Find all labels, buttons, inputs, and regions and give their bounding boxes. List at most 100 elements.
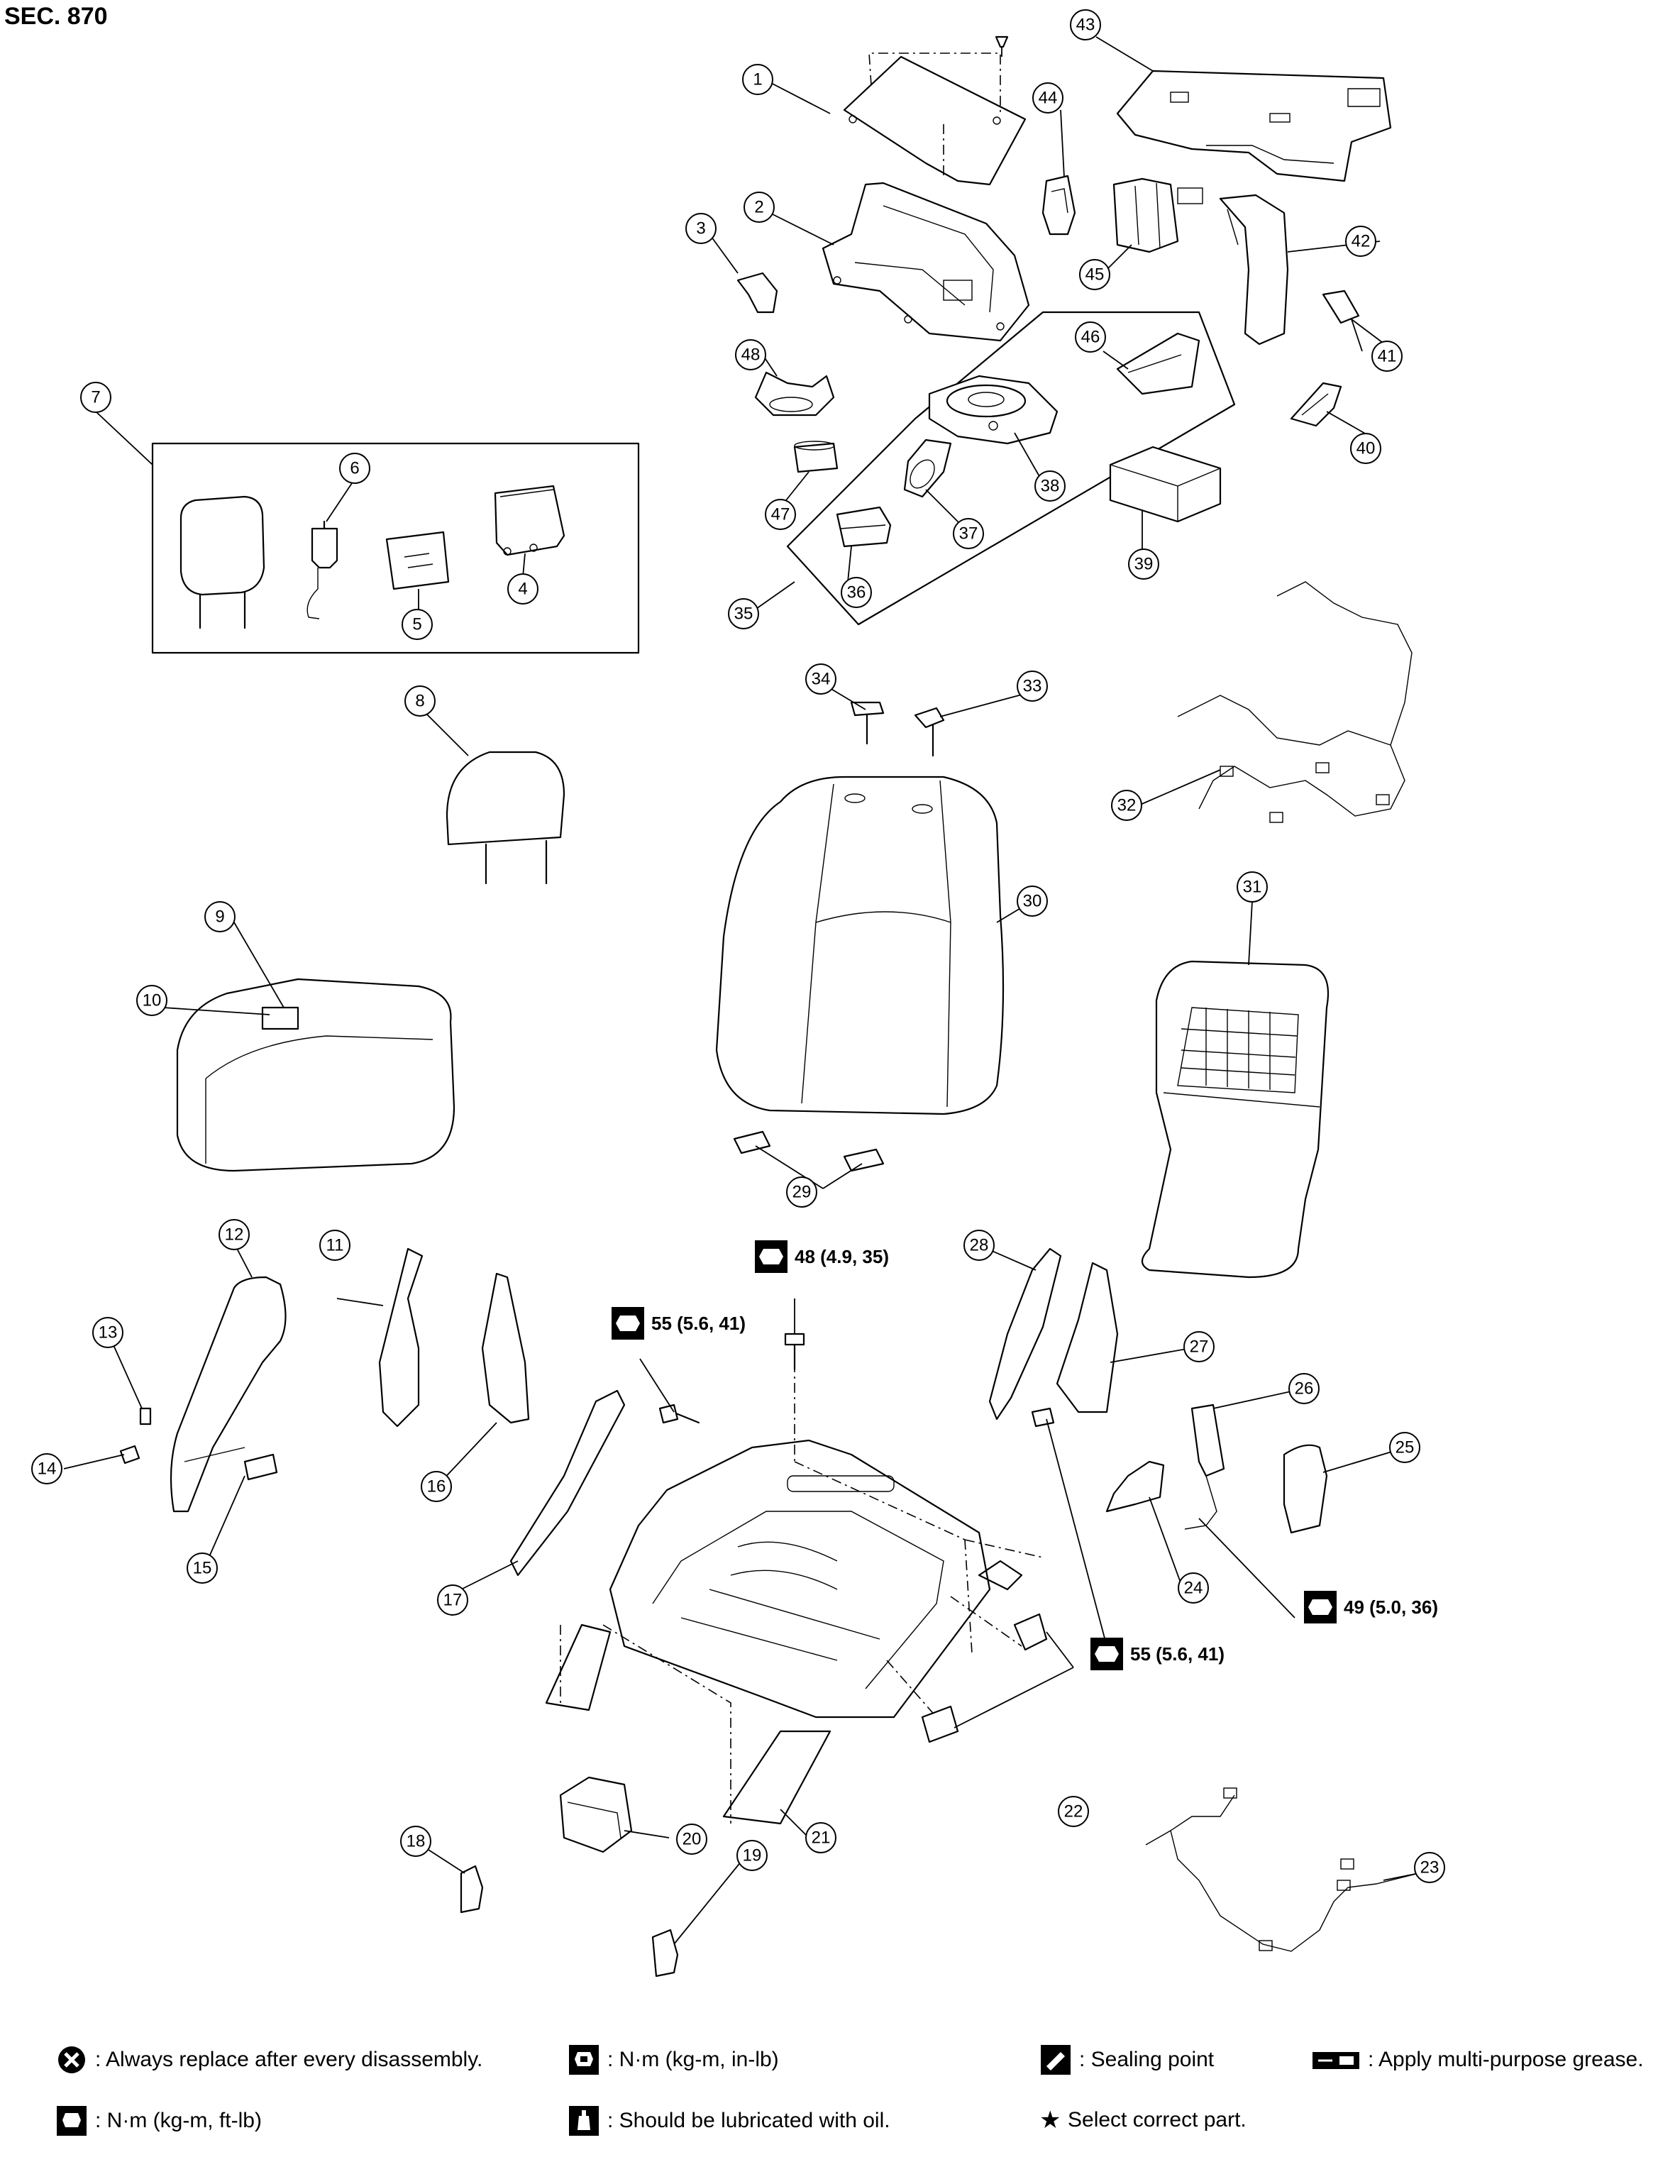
part-clip-top <box>995 35 1009 57</box>
part-25-cover <box>1283 1444 1328 1534</box>
part-44-clip <box>1041 175 1076 236</box>
callout-circle <box>736 1840 768 1871</box>
callout-number: 43 <box>1076 16 1095 35</box>
part-36-knob <box>836 506 892 548</box>
torque-55-left-text: 55 (5.6, 41) <box>651 1313 746 1334</box>
callout-11: 11 <box>319 1230 350 1261</box>
part-47-button <box>793 441 839 473</box>
callout-number: 1 <box>753 70 762 89</box>
legend: : Always replace after every disassembly… <box>0 2044 1680 2184</box>
torque-ft-lb-icon <box>57 2106 87 2136</box>
callout-circle <box>805 1822 836 1853</box>
callout-38: 38 <box>1034 470 1066 502</box>
legend-torque-in-lb-text: : N·m (kg-m, in-lb) <box>607 2048 779 2071</box>
callout-20: 20 <box>676 1824 707 1855</box>
callout-circle <box>1017 671 1048 702</box>
torque-49: 49 (5.0, 36) <box>1304 1591 1438 1623</box>
callout-34: 34 <box>805 663 836 695</box>
star-icon: ★ <box>1039 2107 1061 2134</box>
torque-48-text: 48 (4.9, 35) <box>795 1246 889 1267</box>
legend-sealing-point-text: : Sealing point <box>1079 2048 1215 2071</box>
part-33-guide <box>914 707 945 757</box>
legend-grease-text: : Apply multi-purpose grease. <box>1368 2048 1644 2071</box>
part-38-switch <box>928 375 1059 445</box>
callout-number: 42 <box>1352 232 1371 251</box>
callout-14: 14 <box>31 1453 62 1484</box>
callout-circle <box>728 598 759 629</box>
callout-19: 19 <box>736 1840 768 1871</box>
callout-circle <box>1058 1796 1089 1827</box>
seat-frame <box>545 1439 1023 1825</box>
callout-29: 29 <box>786 1176 817 1208</box>
callout-number: 16 <box>427 1477 446 1496</box>
callout-circle <box>841 577 872 608</box>
callout-circle <box>805 663 836 695</box>
part-24-lever <box>1105 1460 1165 1513</box>
part-8-headrest <box>446 751 565 885</box>
callout-33: 33 <box>1017 671 1048 702</box>
part-26-buckle <box>1184 1403 1225 1530</box>
leader-lines <box>63 36 1420 1945</box>
callout-number: 11 <box>326 1236 344 1255</box>
grease-icon <box>1312 2052 1359 2069</box>
callout-17: 17 <box>437 1584 468 1616</box>
callout-circle <box>742 64 773 95</box>
callout-number: 8 <box>415 692 424 711</box>
part-12-side-cover <box>170 1276 287 1513</box>
callout-number: 28 <box>970 1236 989 1255</box>
callout-10: 10 <box>136 985 167 1016</box>
part-31-frame <box>1141 960 1330 1279</box>
callout-circle <box>1079 259 1110 290</box>
callout-circle <box>1183 1331 1215 1362</box>
callout-number: 9 <box>215 908 224 927</box>
callout-number: 36 <box>847 583 866 602</box>
part-19-bracket <box>651 1929 679 1978</box>
callout-circle <box>1111 790 1142 821</box>
callout-number: 21 <box>812 1829 831 1848</box>
callout-number: 13 <box>99 1323 118 1342</box>
torque-48: 48 (4.9, 35) <box>755 1240 889 1273</box>
callout-30: 30 <box>1017 886 1048 917</box>
callout-number: 3 <box>696 219 705 238</box>
lubricate-oil-icon <box>569 2106 599 2136</box>
part-23-harness <box>1145 1787 1420 1952</box>
callout-12: 12 <box>219 1219 250 1250</box>
part-3-clip <box>736 272 778 314</box>
callout-number: 14 <box>38 1460 57 1479</box>
part-1-cover <box>843 53 1027 186</box>
callout-circle <box>685 213 717 244</box>
callout-circle <box>1034 470 1066 502</box>
callout-13: 13 <box>92 1317 123 1348</box>
part-48-bracket <box>754 371 835 417</box>
callout-15: 15 <box>187 1552 218 1584</box>
callout-37: 37 <box>953 518 984 549</box>
callout-number: 33 <box>1023 677 1042 696</box>
callout-circle <box>676 1824 707 1855</box>
part-45-block <box>1112 177 1203 253</box>
part-22-brackets <box>921 1613 1048 1743</box>
bolts <box>658 1333 1055 1428</box>
box-35-group <box>786 311 1236 626</box>
callout-25: 25 <box>1389 1432 1420 1463</box>
callout-32: 32 <box>1111 790 1142 821</box>
legend-torque-in-lb: : N·m (kg-m, in-lb) <box>568 2045 779 2075</box>
callout-circle <box>735 339 766 370</box>
legend-lubricate-oil: : Should be lubricated with oil. <box>568 2106 890 2136</box>
callout-circle <box>1389 1432 1420 1463</box>
part-43-panel <box>1116 70 1392 182</box>
callout-circle <box>765 499 796 530</box>
callout-5: 5 <box>402 609 433 640</box>
callout-22: 22 <box>1058 1796 1089 1827</box>
callout-40: 40 <box>1350 433 1381 464</box>
callout-circle <box>31 1453 62 1484</box>
callout-circle <box>1070 9 1101 40</box>
part-18-bracket <box>460 1865 484 1914</box>
callout-circle <box>1414 1852 1445 1883</box>
section-label: SEC. 870 <box>4 3 108 30</box>
callout-number: 45 <box>1085 265 1105 285</box>
callout-number: 41 <box>1378 347 1397 366</box>
legend-select-part-text: Select correct part. <box>1068 2108 1247 2131</box>
callout-42: 42 <box>1345 226 1376 257</box>
